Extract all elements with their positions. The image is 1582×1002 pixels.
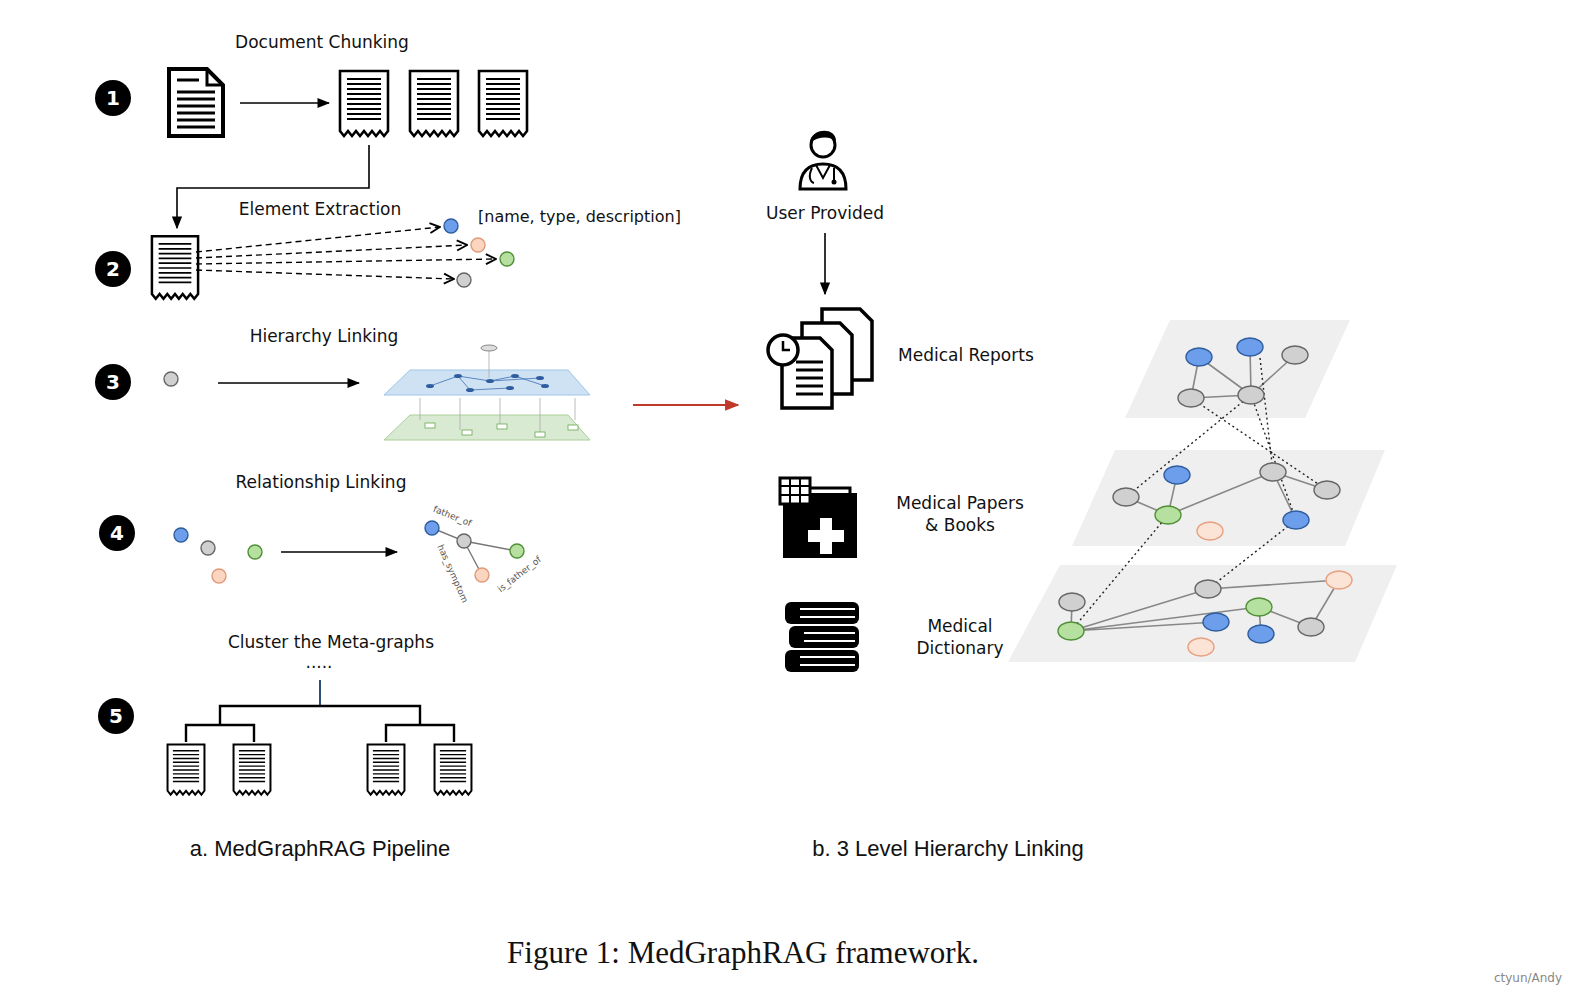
graph-nodes xyxy=(1058,338,1352,656)
source-box: Medical Dictionary xyxy=(770,594,1050,680)
source-box: Medical Reports xyxy=(760,298,1050,412)
step-title: Element Extraction xyxy=(239,200,402,219)
attribute-note: [name, type, description] xyxy=(478,208,681,226)
books-icon xyxy=(785,602,859,672)
step-title: Hierarchy Linking xyxy=(250,327,399,346)
flow-arrow xyxy=(824,233,826,294)
step-title: Cluster the Meta-graphs xyxy=(228,633,434,652)
callout-number: 4 xyxy=(110,522,124,544)
relation-label: is_father_of xyxy=(496,554,545,595)
arrow xyxy=(218,382,359,384)
step-title: Relationship Linking xyxy=(236,473,407,492)
chunk-icon xyxy=(234,745,271,795)
source-box: Medical Papers & Books xyxy=(770,466,1050,562)
extraction-arrows xyxy=(196,227,496,279)
cross-level-links xyxy=(1071,358,1327,631)
relation-label: father_of xyxy=(431,504,474,529)
figure-caption: Figure 1: MedGraphRAG framework. xyxy=(507,936,979,970)
red-arrow xyxy=(633,404,738,406)
user-label: User Provided xyxy=(760,199,890,227)
chunk-icon xyxy=(168,745,205,795)
chunk-icon xyxy=(152,236,198,299)
watermark: ctyun/Andy xyxy=(1494,972,1562,985)
callout-number: 2 xyxy=(106,258,120,280)
doctor-icon xyxy=(800,131,846,189)
papers-icon xyxy=(780,478,857,558)
element-dots xyxy=(174,528,262,583)
node-label: Medical Dictionary xyxy=(888,615,1032,659)
panel-title: b. 3 Level Hierarchy Linking xyxy=(812,837,1083,861)
chunk-icon xyxy=(368,745,405,795)
cluster-tree xyxy=(186,680,454,742)
node-label: Medical Reports xyxy=(898,344,1034,366)
panel-title: a. MedGraphRAG Pipeline xyxy=(190,837,450,861)
node-label: User Provided xyxy=(766,202,884,224)
relation-label: has_symptom xyxy=(434,542,469,605)
arrow xyxy=(240,102,329,104)
document-icon xyxy=(169,69,223,136)
step-title: ..... xyxy=(305,653,332,672)
hierarchy-layers xyxy=(384,345,590,440)
chunk-icon xyxy=(479,71,527,136)
callout-number: 1 xyxy=(106,87,120,109)
callout-number: 3 xyxy=(106,371,120,393)
callout-circles xyxy=(95,80,135,734)
callout-number: 5 xyxy=(109,705,123,727)
graph-edges xyxy=(1071,347,1339,634)
level-planes xyxy=(1008,320,1397,662)
reports-icon xyxy=(768,309,872,408)
element-dot xyxy=(164,372,178,386)
chunk-icon xyxy=(410,71,458,136)
element-dots xyxy=(444,219,514,287)
chunk-icon xyxy=(340,71,388,136)
chunk-icon xyxy=(435,745,472,795)
step-title: Document Chunking xyxy=(235,33,409,52)
node-label: Medical Papers & Books xyxy=(888,492,1032,536)
arrow xyxy=(281,551,397,553)
